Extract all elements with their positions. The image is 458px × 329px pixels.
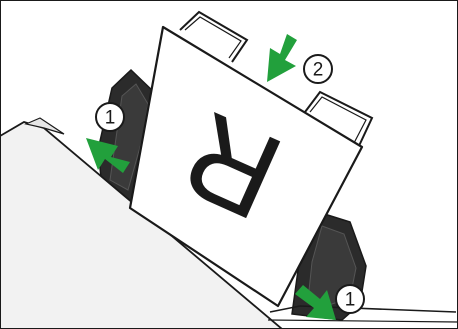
paper-sheet: R: [128, 25, 364, 308]
paper-support-left: [179, 10, 249, 63]
step-callout-right: 1: [335, 284, 365, 314]
paper-support-right: [304, 90, 374, 149]
arrow-right-guide-icon: [295, 285, 336, 320]
step-number-right: 1: [345, 290, 356, 311]
step-callout-center: 2: [303, 54, 333, 84]
step-number-left: 1: [105, 108, 116, 129]
arrow-step-2-icon: [267, 34, 297, 82]
step-number-center: 2: [313, 60, 324, 81]
tray-lower-rail: [267, 305, 458, 323]
step-callout-left: 1: [95, 102, 125, 132]
arrow-left-guide-icon: [86, 138, 130, 173]
